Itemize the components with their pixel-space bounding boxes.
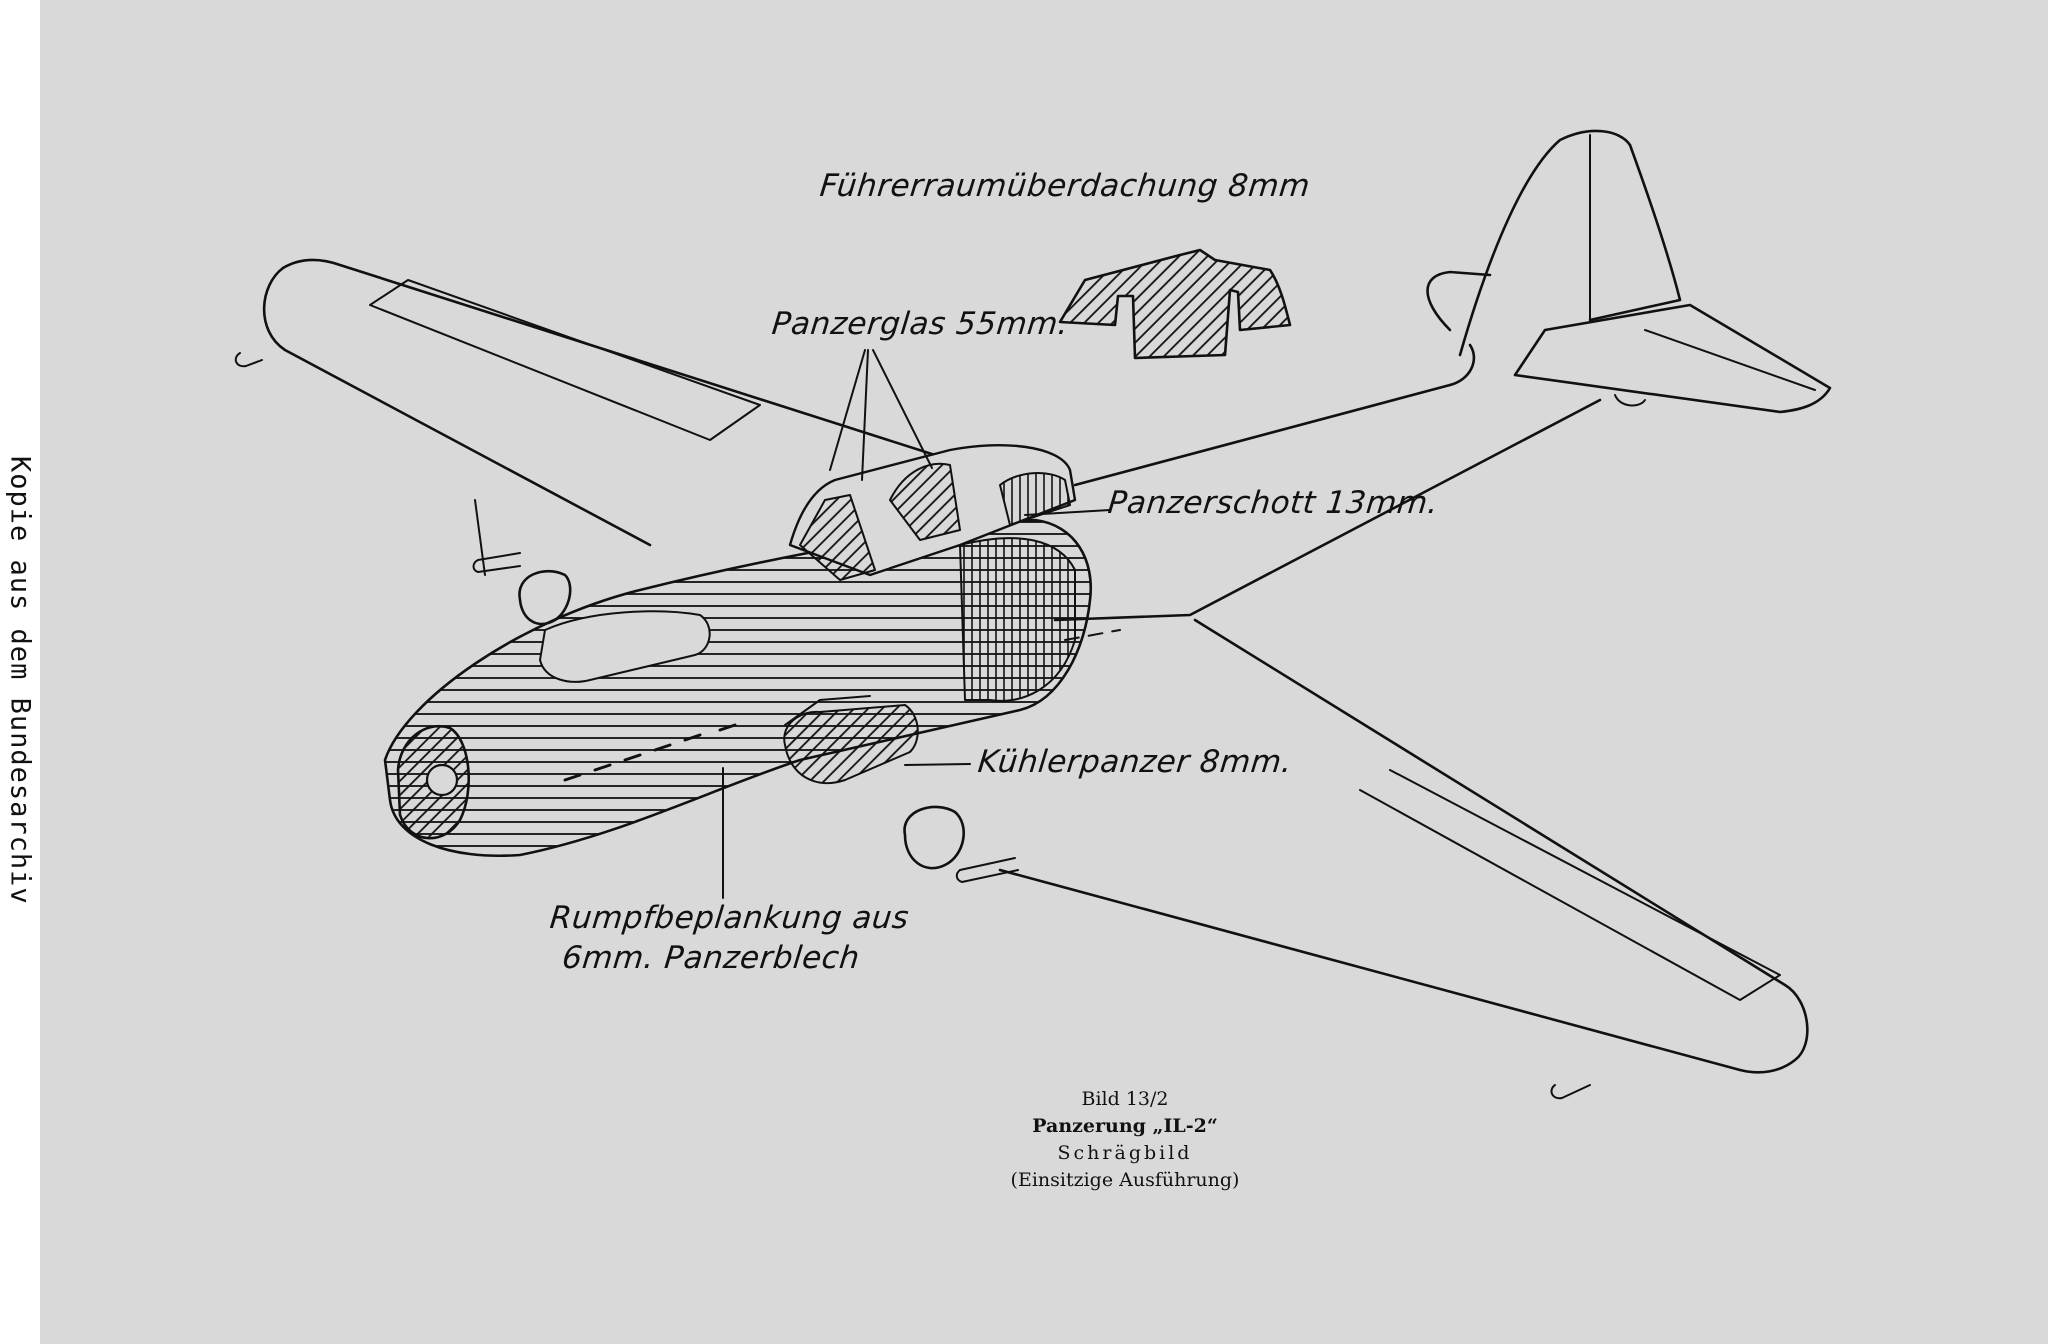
archive-stamp-text: Kopie aus dem Bundesarchiv bbox=[4, 455, 36, 905]
caption-variant: (Einsitzige Ausführung) bbox=[1010, 1169, 1240, 1191]
label-fuselage-skin-line2: 6mm. Panzerblech bbox=[560, 940, 862, 976]
tail-unit bbox=[1426, 129, 1832, 414]
label-fuselage-skin-line1: Rumpfbeplankung aus bbox=[548, 900, 911, 936]
label-armored-glass: Panzerglas 55mm. bbox=[770, 306, 1071, 342]
right-wing bbox=[903, 618, 1809, 1100]
label-fuselage-skin: Rumpfbeplankung aus 6mm. Panzerblech bbox=[544, 898, 911, 978]
caption-view: Schrägbild bbox=[1057, 1142, 1193, 1164]
canopy-armor-detail bbox=[1058, 248, 1292, 360]
caption-figure-number: Bild 13/2 bbox=[1081, 1088, 1169, 1110]
left-wing bbox=[234, 258, 937, 626]
archive-stamp: Kopie aus dem Bundesarchiv bbox=[0, 445, 40, 915]
label-canopy-armor: Führerraumüberdachung 8mm bbox=[818, 168, 1312, 204]
caption-title: Panzerung „IL-2“ bbox=[1032, 1115, 1218, 1137]
figure-caption: Bild 13/2 Panzerung „IL-2“ Schrägbild (E… bbox=[900, 1086, 1350, 1194]
label-armored-bulkhead: Panzerschott 13mm. bbox=[1106, 485, 1441, 521]
label-radiator-armor: Kühlerpanzer 8mm. bbox=[976, 744, 1294, 780]
armored-nose bbox=[383, 518, 1093, 899]
leader-lines bbox=[829, 349, 1111, 766]
